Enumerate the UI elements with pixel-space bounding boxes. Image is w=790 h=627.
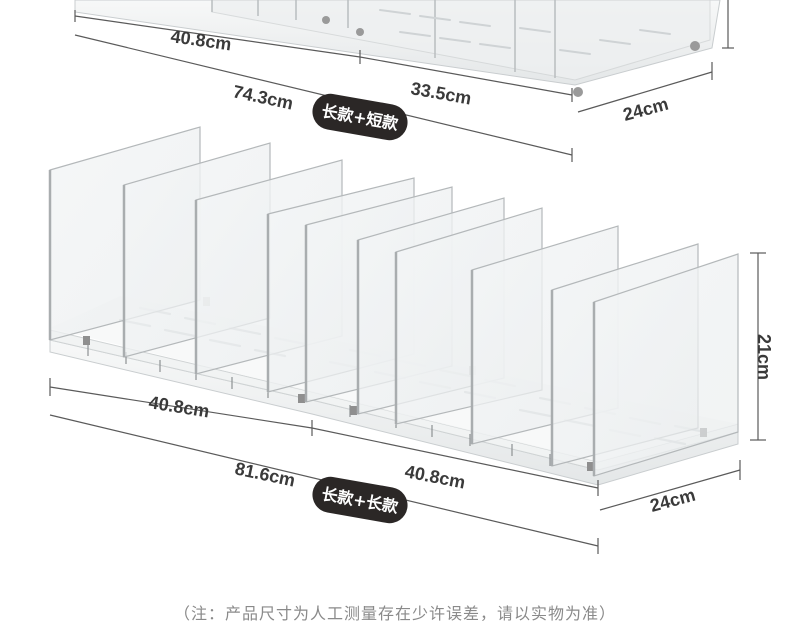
bottom-combo-badge: 长款+长款 <box>312 476 408 524</box>
measurement-disclaimer: （注：产品尺寸为人工测量存在少许误差，请以实物为准） <box>173 604 616 623</box>
top-shelf-divider-set <box>74 0 734 97</box>
top-combo-badge: 长款+短款 <box>312 93 408 141</box>
bottom-total-length-label: 81.6cm <box>233 458 297 490</box>
bottom-height-label: 21cm <box>754 334 774 380</box>
top-dimension-lines <box>74 10 713 162</box>
top-right-length-label: 33.5cm <box>409 78 473 108</box>
bottom-shelf-divider-set <box>48 126 739 486</box>
bottom-depth-label: 24cm <box>648 485 698 516</box>
top-depth-label: 24cm <box>621 94 671 125</box>
bottom-dimension-lines <box>49 252 766 554</box>
bottom-right-length-label: 40.8cm <box>403 461 467 492</box>
bottom-left-length-label: 40.8cm <box>147 392 210 421</box>
